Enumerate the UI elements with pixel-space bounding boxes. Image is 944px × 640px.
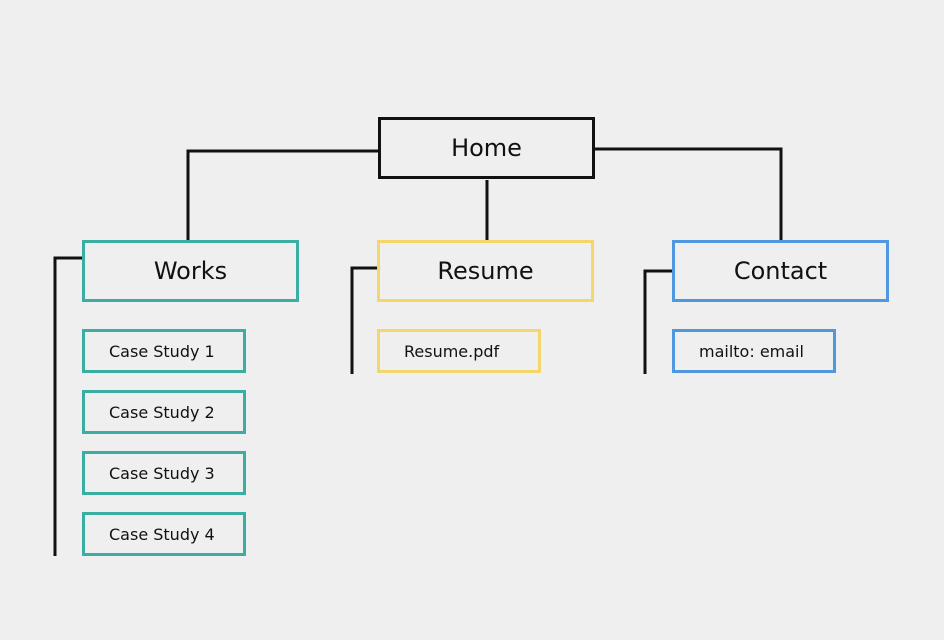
resume-node: Resume [377,240,594,302]
home-node: Home [378,117,595,179]
resume-pdf-label: Resume.pdf [404,341,500,361]
case-study-3-node: Case Study 3 [82,451,246,495]
mailto-email-node: mailto: email [672,329,836,373]
contact-children-connector [643,269,673,374]
resume-children-connector [350,266,378,374]
resume-label: Resume [437,257,534,285]
mailto-email-label: mailto: email [699,341,804,361]
home-to-works-connector [186,149,378,241]
case-study-1-node: Case Study 1 [82,329,246,373]
resume-pdf-node: Resume.pdf [377,329,541,373]
case-study-3-label: Case Study 3 [109,463,215,483]
works-children-connector [53,256,83,556]
case-study-2-label: Case Study 2 [109,402,215,422]
home-label: Home [451,134,522,162]
contact-node: Contact [672,240,889,302]
case-study-4-label: Case Study 4 [109,524,215,544]
works-label: Works [153,257,228,285]
works-node: Works [82,240,299,302]
home-to-contact-connector [595,147,783,241]
contact-label: Contact [733,257,828,285]
case-study-4-node: Case Study 4 [82,512,246,556]
case-study-1-label: Case Study 1 [109,341,215,361]
case-study-2-node: Case Study 2 [82,390,246,434]
